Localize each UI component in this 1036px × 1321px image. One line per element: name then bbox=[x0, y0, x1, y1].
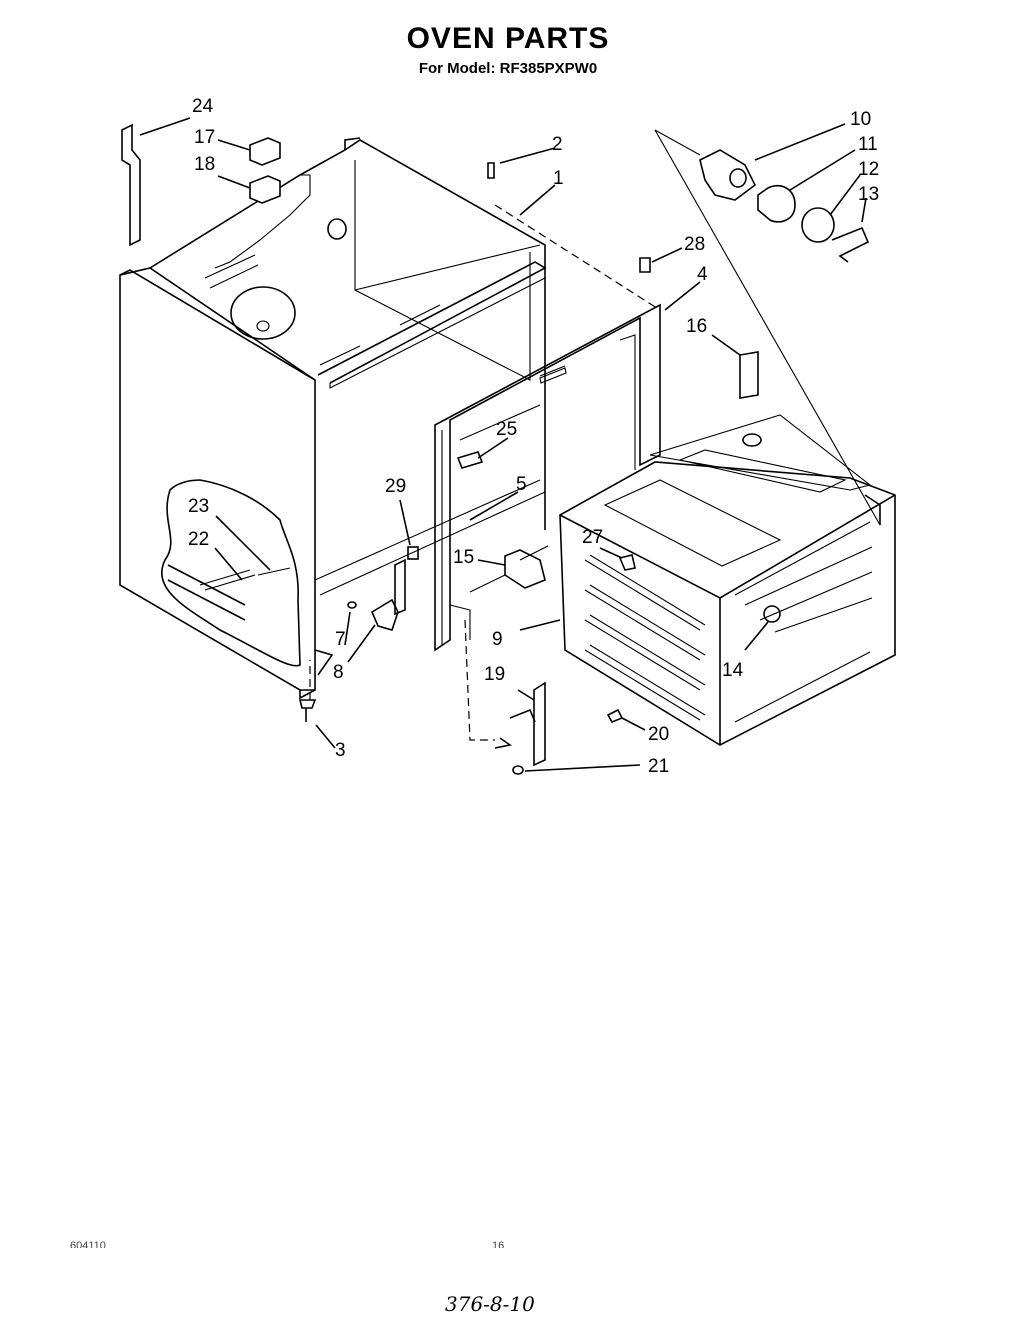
callout-23: 23 bbox=[188, 496, 209, 517]
callout-8: 8 bbox=[333, 662, 344, 683]
callout-7: 7 bbox=[335, 629, 346, 650]
oven-liner bbox=[559, 414, 896, 746]
small-parts bbox=[121, 123, 870, 775]
callout-21: 21 bbox=[648, 756, 669, 777]
callout-27: 27 bbox=[582, 527, 603, 548]
callout-14: 14 bbox=[722, 660, 744, 681]
callout-11: 11 bbox=[858, 134, 878, 155]
callout-15: 15 bbox=[453, 547, 474, 568]
callout-labels: 24 17 18 2 1 28 4 10 11 12 13 16 25 29 5… bbox=[188, 96, 879, 777]
callout-9: 9 bbox=[492, 629, 503, 650]
callout-3: 3 bbox=[335, 740, 346, 761]
leader-lines bbox=[139, 117, 881, 772]
callout-10: 10 bbox=[850, 109, 871, 130]
callout-1: 1 bbox=[553, 168, 564, 189]
callout-17: 17 bbox=[194, 127, 215, 148]
page-number: 16 bbox=[492, 1240, 505, 1248]
callout-12: 12 bbox=[858, 159, 879, 180]
footer-code: 604110 bbox=[70, 1240, 106, 1248]
model-subtitle: For Model: RF385PXPW0 bbox=[418, 60, 598, 77]
callout-24: 24 bbox=[192, 96, 214, 117]
callout-22: 22 bbox=[188, 529, 209, 550]
callout-18: 18 bbox=[194, 154, 215, 175]
callout-5: 5 bbox=[516, 474, 527, 495]
callout-28: 28 bbox=[684, 234, 705, 255]
callout-16: 16 bbox=[686, 316, 707, 337]
callout-13: 13 bbox=[858, 184, 879, 205]
handwritten-note: 376-8-10 bbox=[445, 1292, 535, 1316]
callout-20: 20 bbox=[648, 724, 669, 745]
callout-4: 4 bbox=[697, 264, 708, 285]
callout-29: 29 bbox=[385, 476, 406, 497]
callout-19: 19 bbox=[484, 664, 505, 685]
oven-cabinet bbox=[119, 137, 661, 700]
callout-25: 25 bbox=[496, 419, 517, 440]
page-title: OVEN PARTS bbox=[406, 22, 610, 55]
callout-2: 2 bbox=[552, 134, 563, 155]
